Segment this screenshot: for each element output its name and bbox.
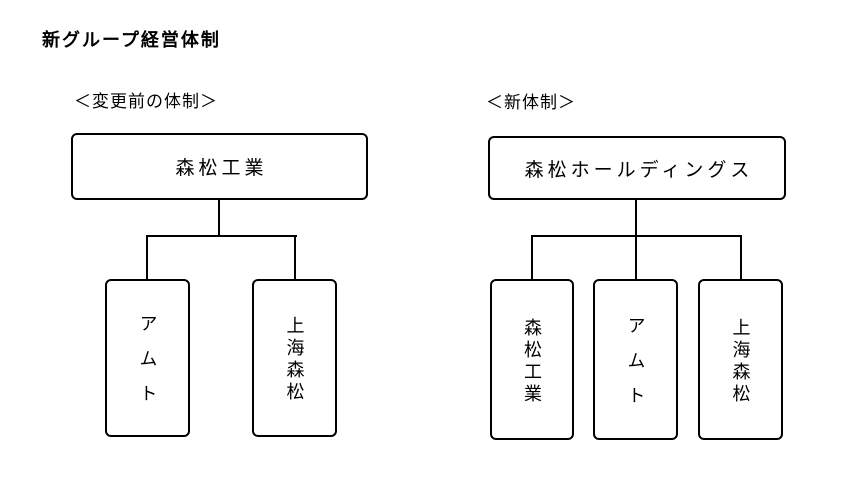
section-heading-after: ＜新体制＞ [486,93,576,112]
org-box-label: 上海森松 [284,316,305,404]
connector-hbar-before [146,235,297,237]
org-box-child-after-shanghai-morimatsu: 上海森松 [698,279,783,440]
connector-drop-after-3 [740,235,742,281]
connector-drop-after-1 [531,235,533,281]
org-box-label: 森松工業 [175,158,268,179]
org-box-label: 森松ホールディングス [524,159,754,181]
connector-hbar-after [531,235,742,237]
org-box-label: アムト [137,314,158,419]
org-box-label: 森松工業 [522,317,542,406]
org-box-child-after-amuto: アムト [593,279,678,440]
connector-stem-before [218,199,220,237]
connector-drop-before-1 [146,235,148,281]
page-title: 新グループ経営体制 [42,30,221,50]
org-box-parent-after: 森松ホールディングス [488,136,786,200]
org-box-label: アムト [625,315,646,421]
connector-drop-before-2 [294,235,296,281]
section-heading-before: ＜変更前の体制＞ [74,92,218,111]
org-box-child-before-shanghai-morimatsu: 上海森松 [252,279,337,437]
org-box-label: 上海森松 [730,317,751,406]
org-box-child-before-amuto: アムト [105,279,190,437]
connector-stem-after [635,199,637,281]
org-box-parent-before: 森松工業 [71,133,368,200]
org-box-child-after-morimatsu-kogyo: 森松工業 [490,279,574,440]
